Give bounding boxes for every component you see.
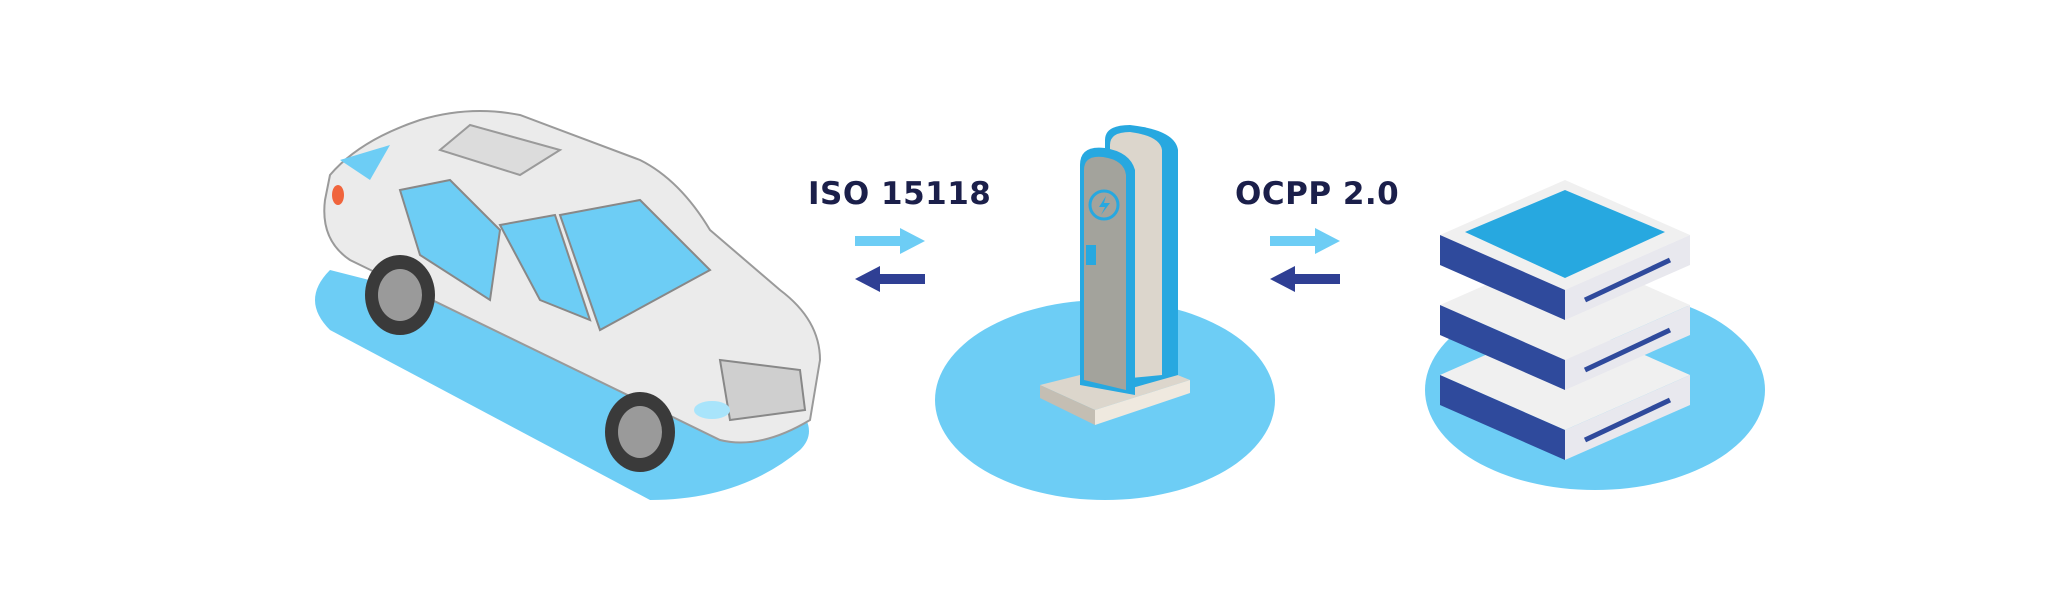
- server-icon: [1440, 180, 1690, 460]
- arrow-to-server-icon: [1270, 228, 1340, 254]
- arrow-to-car-icon: [855, 266, 925, 292]
- charging-station-icon: [1040, 125, 1190, 425]
- iso-15118-label: ISO 15118: [808, 176, 992, 212]
- arrow-to-charger-icon: [855, 228, 925, 254]
- car-platform: [315, 270, 809, 500]
- car-icon: [323, 110, 822, 472]
- arrow-to-charger-back-icon: [1270, 266, 1340, 292]
- ocpp-label: OCPP 2.0: [1235, 176, 1400, 212]
